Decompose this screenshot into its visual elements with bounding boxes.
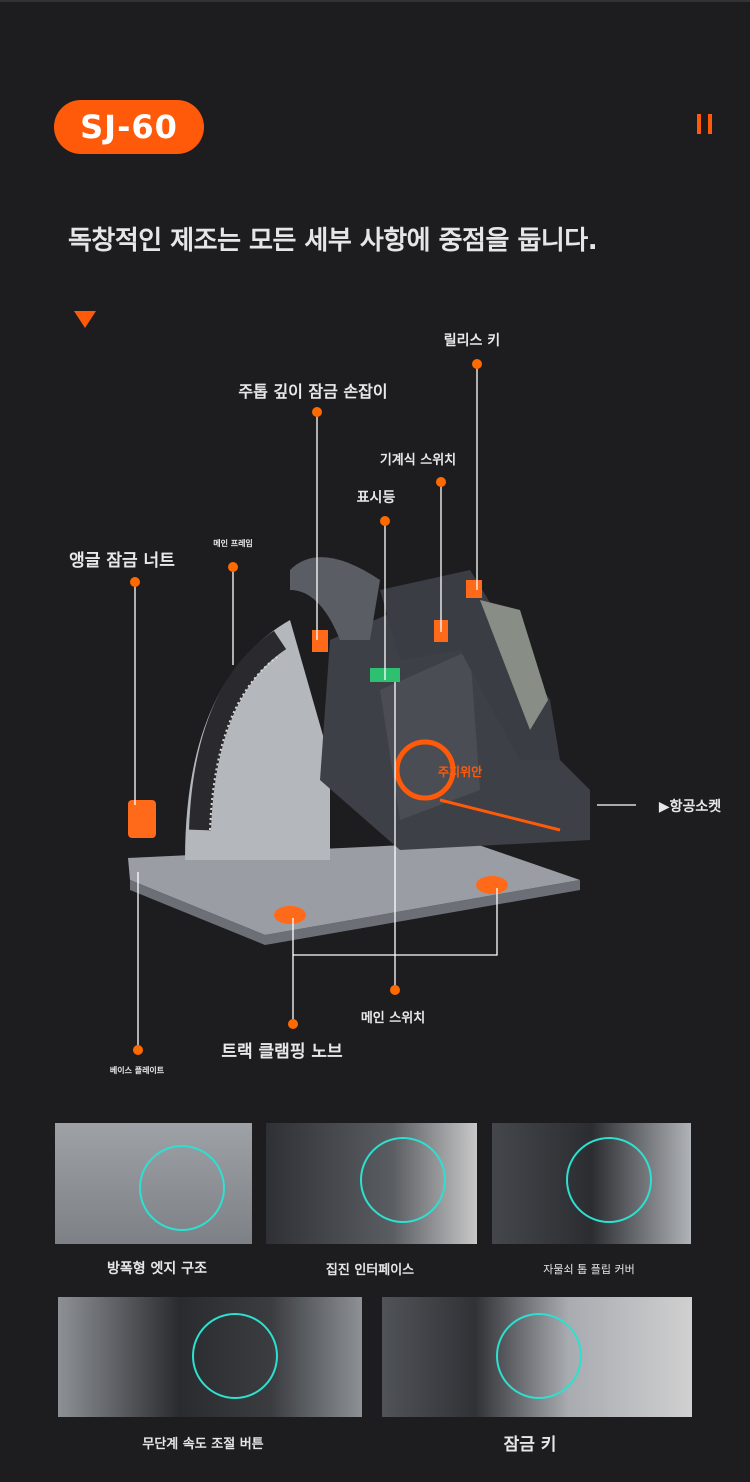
front-handle-shape — [380, 570, 560, 760]
label-track-clamp-knob: 트랙 클램핑 노브 — [221, 1042, 343, 1062]
top-divider — [0, 0, 750, 2]
caption-detail-4: 무단계 속도 조절 버튼 — [142, 1437, 264, 1452]
model-badge: SJ-60 — [54, 100, 204, 154]
blade-guard-shape — [185, 620, 330, 860]
pause-icon — [697, 114, 713, 134]
base-plate-dot — [133, 1045, 143, 1055]
label-aviation-socket: ▶항공소켓 — [658, 799, 722, 815]
main-frame-dot — [228, 562, 238, 572]
label-mechanical-switch: 기계식 스위치 — [379, 453, 457, 468]
triangle-down-icon — [74, 311, 96, 328]
mech-switch-dot — [436, 477, 446, 487]
clamp-knob-dot — [288, 1019, 298, 1029]
detail-image-5 — [382, 1297, 692, 1417]
label-release-key: 릴리스 키 — [443, 333, 501, 349]
label-depth-lock-handle: 주톱 깊이 잠금 손잡이 — [238, 382, 388, 401]
main-switch-dot — [390, 985, 400, 995]
caption-detail-3: 자물쇠 톱 플립 커버 — [543, 1263, 635, 1276]
detail-image-4 — [58, 1297, 362, 1417]
caption-detail-1: 방폭형 엣지 구조 — [107, 1261, 207, 1277]
caption-detail-5: 잠금 키 — [503, 1435, 557, 1455]
detail-image-3 — [492, 1123, 691, 1244]
rear-handle-shape — [290, 557, 380, 640]
clamp-knob-right-shape — [476, 876, 508, 894]
label-indicator-light: 표시등 — [356, 490, 396, 506]
label-main-frame: 메인 프레임 — [213, 539, 253, 548]
detail-image-1 — [55, 1123, 252, 1244]
label-angle-lock-nut: 앵글 잠금 너트 — [69, 551, 175, 571]
angle-nut-dot — [130, 577, 140, 587]
detail-image-2 — [266, 1123, 477, 1244]
depth-lock-dot — [312, 407, 322, 417]
label-main-switch: 메인 스위치 — [360, 1011, 426, 1026]
indicator-dot — [380, 516, 390, 526]
caption-detail-2: 집진 인터페이스 — [325, 1263, 415, 1278]
page-headline: 독창적인 제조는 모든 세부 사항에 중점을 둡니다. — [68, 226, 598, 256]
clamp-knob-left-shape — [274, 906, 306, 924]
brand-mark: 주지위안 — [438, 764, 482, 779]
angle-lock-nut-shape — [128, 800, 156, 838]
release-key-dot — [472, 359, 482, 369]
base-plate-shape — [128, 842, 580, 935]
brand-logo-icon — [394, 739, 456, 801]
label-base-plate: 베이스 플레이트 — [109, 1066, 165, 1075]
product-diagram: 주지위안 — [128, 359, 636, 1055]
